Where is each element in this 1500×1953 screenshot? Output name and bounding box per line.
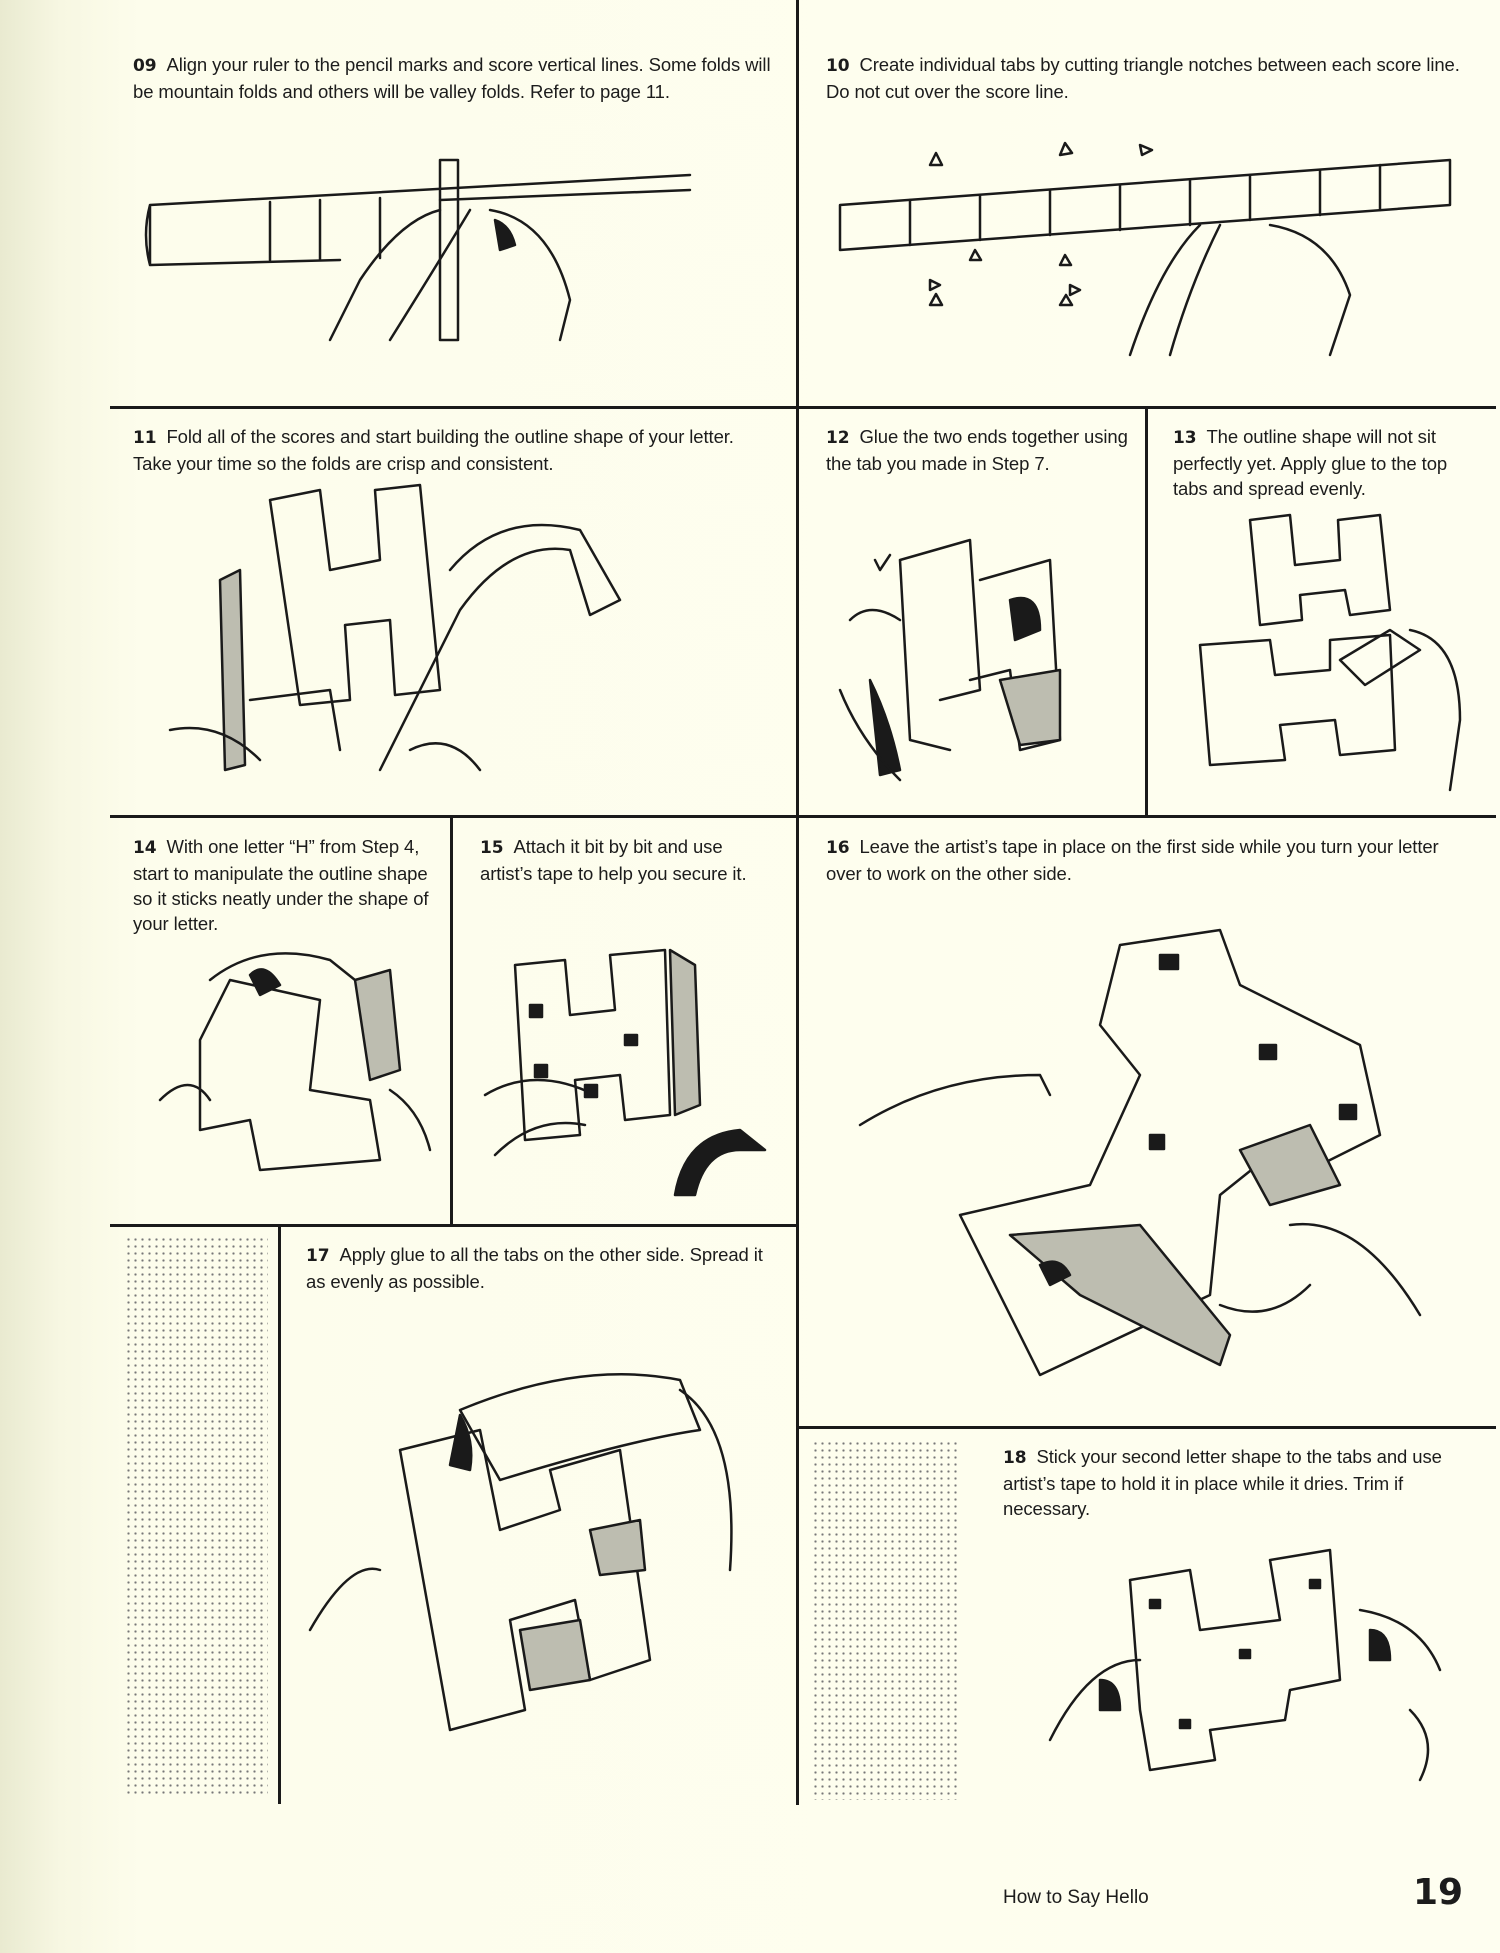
step-number: 15 <box>480 838 504 858</box>
illustration-attaching-letter <box>158 952 432 1172</box>
step-text: With one letter “H” from Step 4, start t… <box>133 836 429 934</box>
book-title: How to Say Hello <box>1003 1887 1149 1908</box>
step-text: Create individual tabs by cutting triang… <box>826 54 1460 102</box>
illustration-sticking-second-letter <box>1048 1548 1442 1782</box>
step-text: Glue the two ends together using the tab… <box>826 426 1128 474</box>
step-text: Leave the artist’s tape in place on the … <box>826 836 1439 884</box>
divider <box>110 815 1496 818</box>
step-number: 13 <box>1173 428 1197 448</box>
step-number: 09 <box>133 56 157 76</box>
step-number: 18 <box>1003 1448 1027 1468</box>
divider <box>278 1224 281 1804</box>
divider <box>450 815 453 1225</box>
step-number: 11 <box>133 428 157 448</box>
illustration-gluing-other-side <box>308 1373 733 1732</box>
step-text: Fold all of the scores and start buildin… <box>133 426 734 474</box>
illustration-cutting-notches <box>838 141 1452 357</box>
page-number: 19 <box>1413 1872 1464 1913</box>
step-text: Apply glue to all the tabs on the other … <box>306 1244 763 1292</box>
step-text: Stick your second letter shape to the ta… <box>1003 1446 1442 1519</box>
step-text: Attach it bit by bit and use artist’s ta… <box>480 836 747 884</box>
dot-pattern <box>812 1440 960 1800</box>
divider <box>110 1224 798 1227</box>
illustration-taping <box>483 948 767 1197</box>
illustration-folding-outline <box>168 483 622 772</box>
divider <box>110 406 1496 409</box>
step-number: 10 <box>826 56 850 76</box>
step-number: 12 <box>826 428 850 448</box>
illustration-applying-glue <box>1198 513 1462 792</box>
step-number: 16 <box>826 838 850 858</box>
divider <box>1145 406 1148 816</box>
divider <box>796 0 799 1805</box>
step-number: 17 <box>306 1246 330 1266</box>
dot-pattern <box>125 1236 268 1796</box>
illustration-turning-letter <box>858 928 1422 1377</box>
step-number: 14 <box>133 838 157 858</box>
step-text: The outline shape will not sit perfectly… <box>1173 426 1448 499</box>
divider <box>798 1426 1496 1429</box>
step-text: Align your ruler to the pencil marks and… <box>133 54 771 102</box>
illustration-scoring-strip <box>144 158 692 342</box>
illustration-gluing-ends <box>838 538 1062 782</box>
